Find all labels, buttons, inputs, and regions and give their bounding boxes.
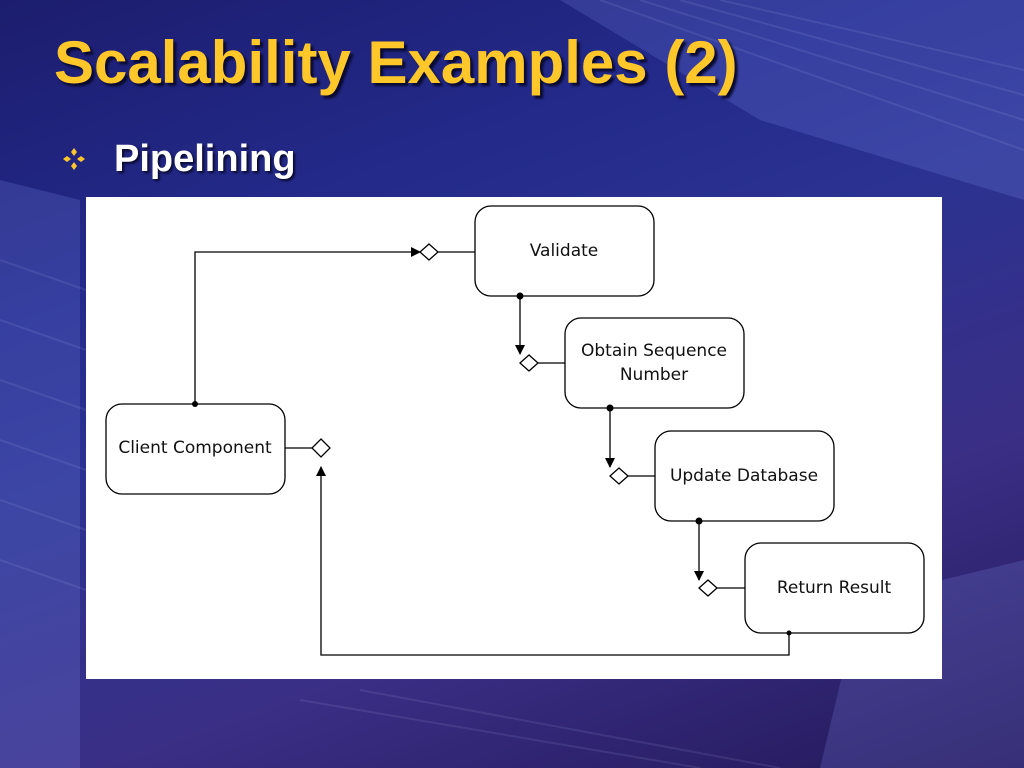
diamond-bullet-icon [63, 148, 85, 170]
node-validate-label: Validate [530, 241, 599, 261]
node-validate: Validate [474, 205, 655, 297]
node-client-component-label: Client Component [118, 438, 272, 458]
bullet-item: Pipelining [62, 134, 296, 184]
node-update-database: Update Database [654, 430, 835, 522]
node-obtain-sequence-number: Obtain Sequence Number [564, 317, 745, 409]
connector-obtain-to-update [605, 404, 655, 485]
connector-update-to-return [694, 517, 745, 597]
connector-validate-to-obtain [515, 292, 565, 372]
node-obtain-sequence-label-line2: Number [620, 365, 688, 385]
node-client-component: Client Component [105, 403, 286, 495]
node-obtain-sequence-label-line1: Obtain Sequence [581, 341, 727, 361]
pipeline-diagram: Validate Obtain Sequence Number Client C… [86, 197, 942, 679]
node-return-result: Return Result [744, 542, 925, 634]
node-return-result-label: Return Result [777, 578, 892, 598]
connector-return-to-client [285, 438, 792, 656]
slide-title: Scalability Examples (2) [54, 29, 738, 96]
node-update-database-label: Update Database [670, 466, 818, 486]
connector-client-to-validate [192, 243, 475, 407]
bullet-text: Pipelining [114, 137, 296, 180]
